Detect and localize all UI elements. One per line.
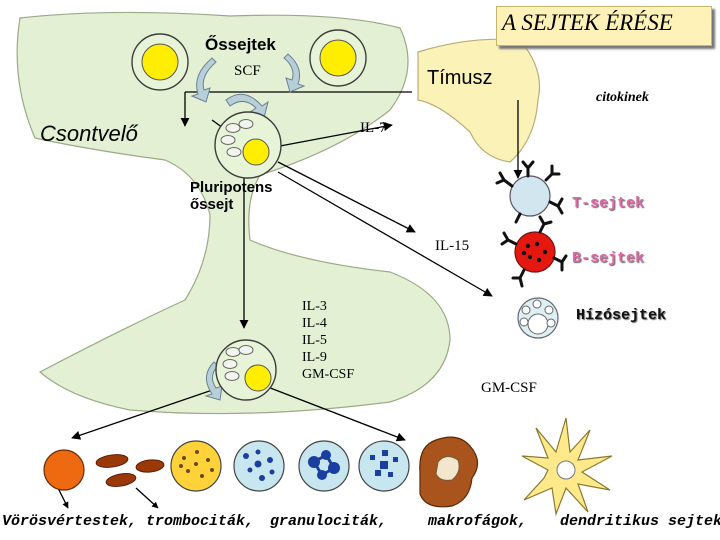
platelet-down-arrow bbox=[135, 487, 159, 509]
cycle-arrow-icon bbox=[190, 57, 217, 103]
antibody-receptor-icon bbox=[495, 160, 564, 224]
thymus-label: Tímusz bbox=[427, 67, 493, 89]
cycle-arrow-icon bbox=[204, 361, 223, 401]
cytokine-il9: IL-9 bbox=[302, 350, 327, 365]
to-gran-arrow bbox=[259, 383, 406, 442]
thymus-shape bbox=[417, 38, 541, 163]
pluripotent-label-line1: Pluripotens bbox=[190, 179, 273, 196]
rbc-label: Vörösvértestek, trombociták, bbox=[2, 513, 255, 530]
cytokines-label: citokinek bbox=[596, 90, 649, 105]
granulocyte-neutrophil bbox=[298, 440, 350, 492]
stem-cell-label: Őssejtek bbox=[205, 35, 276, 54]
il7-label: IL-7 bbox=[360, 120, 387, 136]
t-cells-label: T-sejtek bbox=[572, 195, 645, 212]
stem-cell-right bbox=[309, 29, 367, 87]
il15-label: IL-15 bbox=[435, 238, 470, 254]
cytokine-il5: IL-5 bbox=[302, 333, 327, 348]
granulocyte-eosinophil bbox=[170, 440, 222, 492]
page-title: A SEJTEK ÉRÉSE bbox=[502, 10, 673, 35]
pluripotent-label: Pluripotens őssejt bbox=[190, 179, 273, 213]
bone-marrow-label: Csontvelő bbox=[40, 121, 138, 146]
stem-cell-left bbox=[131, 33, 189, 91]
il15-arrow bbox=[277, 161, 416, 233]
macrophage bbox=[419, 436, 479, 508]
t-cell bbox=[495, 160, 564, 224]
cytokine-il3: IL-3 bbox=[302, 299, 327, 314]
bone-marrow-tissue bbox=[16, 11, 451, 415]
b-cell bbox=[500, 215, 568, 288]
granulocyte-basophil bbox=[233, 440, 285, 492]
mast-cells-label: Hízósejtek bbox=[576, 307, 667, 324]
cytokine-list: IL-3 IL-4 IL-5 IL-9 GM-CSF bbox=[302, 298, 354, 383]
pluripotent-label-line2: őssejt bbox=[190, 196, 234, 213]
scf-label: SCF bbox=[234, 63, 261, 79]
granulocyte-label: granulociták, bbox=[270, 513, 388, 530]
myeloid-progenitor-cell bbox=[215, 339, 277, 401]
macrophage-label: makrofágok, bbox=[428, 513, 528, 530]
mast-cell bbox=[517, 297, 559, 339]
red-blood-cell bbox=[43, 449, 85, 491]
antibody-receptor-icon bbox=[500, 215, 568, 288]
cycle-arrow-icon bbox=[283, 53, 306, 93]
dendritic-cell bbox=[521, 417, 613, 517]
rbc-down-arrow bbox=[57, 487, 69, 509]
to-rbc-arrow bbox=[71, 383, 231, 440]
cytokine-gmcsf: GM-CSF bbox=[302, 367, 355, 382]
title-box bbox=[496, 6, 712, 46]
b-cells-label: B-sejtek bbox=[572, 250, 645, 267]
dendritic-label: dendritikus sejtek bbox=[560, 513, 720, 530]
cytokine-il4: IL-4 bbox=[302, 316, 327, 331]
platelets bbox=[95, 454, 165, 487]
granulocyte-monocyte bbox=[358, 440, 410, 492]
mast-arrow bbox=[277, 171, 493, 297]
il7-arrow bbox=[279, 122, 393, 147]
lymphoid-progenitor-cell bbox=[214, 111, 282, 179]
gmcsf-label: GM-CSF bbox=[481, 380, 537, 396]
